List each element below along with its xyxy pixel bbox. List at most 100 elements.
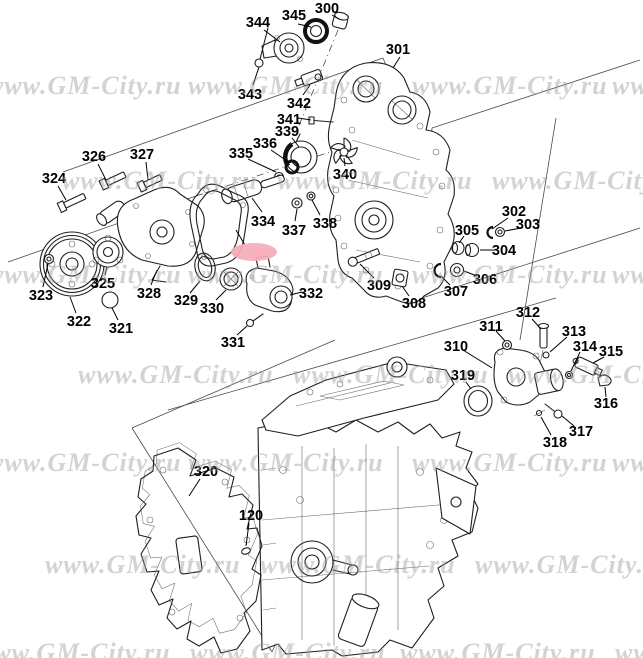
part-callout-310[interactable]: 310 bbox=[444, 339, 468, 355]
part-callout-344[interactable]: 344 bbox=[246, 15, 270, 31]
leader-line-305 bbox=[458, 235, 465, 244]
part-callout-334[interactable]: 334 bbox=[251, 214, 275, 230]
part-callout-306[interactable]: 306 bbox=[473, 272, 497, 288]
part-callout-318[interactable]: 318 bbox=[543, 435, 567, 451]
leader-line-328 bbox=[150, 269, 158, 286]
part-338-washer bbox=[306, 191, 316, 201]
leader-line-318 bbox=[540, 416, 552, 436]
part-callout-309[interactable]: 309 bbox=[367, 278, 391, 294]
leader-line-306 bbox=[463, 270, 478, 277]
leader-line-338 bbox=[311, 199, 321, 216]
part-callout-120[interactable]: 120 bbox=[239, 508, 263, 524]
part-callout-336[interactable]: 336 bbox=[253, 136, 277, 152]
part-331-bolt bbox=[245, 313, 264, 328]
part-303-ring bbox=[494, 226, 506, 238]
part-callout-300[interactable]: 300 bbox=[315, 1, 339, 17]
part-337-nut bbox=[291, 197, 303, 209]
part-344-adapter bbox=[261, 32, 305, 64]
part-callout-321[interactable]: 321 bbox=[109, 321, 133, 337]
part-306-plug bbox=[449, 262, 465, 278]
leader-line-317 bbox=[561, 415, 575, 427]
part-318-stud bbox=[533, 409, 546, 417]
part-callout-331[interactable]: 331 bbox=[221, 335, 245, 351]
part-callout-325[interactable]: 325 bbox=[91, 276, 115, 292]
part-341-stud bbox=[308, 116, 334, 125]
part-callout-330[interactable]: 330 bbox=[200, 301, 224, 317]
leader-line-326 bbox=[97, 163, 107, 181]
part-328-water-pump bbox=[96, 186, 205, 283]
part-callout-317[interactable]: 317 bbox=[569, 424, 593, 440]
part-302-clip bbox=[486, 225, 494, 240]
part-345-seal bbox=[303, 18, 329, 44]
part-callout-316[interactable]: 316 bbox=[594, 396, 618, 412]
leader-line-335 bbox=[247, 158, 277, 173]
part-336-bearing bbox=[284, 159, 300, 175]
part-309-bolt bbox=[347, 248, 381, 267]
part-callout-341[interactable]: 341 bbox=[277, 112, 301, 128]
part-callout-301[interactable]: 301 bbox=[386, 42, 410, 58]
leader-line-336 bbox=[270, 149, 291, 164]
part-315-sensor bbox=[572, 356, 603, 377]
leader-line-341 bbox=[297, 117, 312, 121]
part-callout-322[interactable]: 322 bbox=[67, 314, 91, 330]
part-callout-313[interactable]: 313 bbox=[562, 324, 586, 340]
part-callout-303[interactable]: 303 bbox=[516, 217, 540, 233]
leader-line-324 bbox=[57, 185, 67, 201]
part-callout-305[interactable]: 305 bbox=[455, 223, 479, 239]
part-324-bolt bbox=[56, 193, 87, 213]
part-callout-314[interactable]: 314 bbox=[573, 339, 597, 355]
part-callout-332[interactable]: 332 bbox=[299, 286, 323, 302]
construction-lines bbox=[7, 29, 641, 653]
part-callout-302[interactable]: 302 bbox=[502, 204, 526, 220]
part-callout-339[interactable]: 339 bbox=[275, 124, 299, 140]
engine-block-drawing bbox=[257, 419, 479, 657]
part-callout-345[interactable]: 345 bbox=[282, 8, 306, 24]
part-callout-315[interactable]: 315 bbox=[599, 344, 623, 360]
part-callout-319[interactable]: 319 bbox=[451, 368, 475, 384]
part-callout-311[interactable]: 311 bbox=[479, 319, 502, 335]
part-310-thermostat-housing bbox=[493, 347, 564, 406]
part-312-tube bbox=[537, 322, 550, 365]
part-callout-329[interactable]: 329 bbox=[174, 293, 198, 309]
part-callout-338[interactable]: 338 bbox=[313, 216, 337, 232]
part-307-clip bbox=[433, 262, 442, 279]
part-callout-327[interactable]: 327 bbox=[130, 147, 154, 163]
part-callout-340[interactable]: 340 bbox=[333, 167, 357, 183]
leader-line-314 bbox=[570, 351, 581, 372]
leader-line-345 bbox=[297, 23, 312, 28]
leader-line-343 bbox=[252, 66, 260, 86]
part-callout-304[interactable]: 304 bbox=[492, 243, 516, 259]
part-callout-308[interactable]: 308 bbox=[402, 296, 426, 312]
part-callout-324[interactable]: 324 bbox=[42, 171, 66, 187]
part-343-bolt bbox=[254, 27, 269, 68]
part-callout-342[interactable]: 342 bbox=[287, 96, 311, 112]
part-callout-320[interactable]: 320 bbox=[194, 464, 218, 480]
leader-line-312 bbox=[531, 318, 542, 330]
cam-cover-drawing bbox=[261, 356, 455, 437]
part-311-nut bbox=[501, 339, 513, 351]
part-callout-343[interactable]: 343 bbox=[238, 87, 262, 103]
part-callout-326[interactable]: 326 bbox=[82, 149, 106, 165]
part-callout-328[interactable]: 328 bbox=[137, 286, 161, 302]
leader-line-301 bbox=[392, 56, 401, 69]
part-callout-312[interactable]: 312 bbox=[516, 305, 540, 321]
part-321-oring bbox=[101, 291, 119, 309]
leader-line-308 bbox=[401, 285, 410, 297]
leader-line-340 bbox=[343, 157, 346, 167]
leader-line-332 bbox=[289, 291, 303, 296]
selected-part-highlight[interactable] bbox=[231, 243, 277, 261]
part-330-thermostat bbox=[219, 267, 243, 291]
part-326-bolt bbox=[98, 171, 127, 191]
part-callout-337[interactable]: 337 bbox=[282, 223, 306, 239]
part-317-bolt bbox=[544, 403, 563, 419]
part-callout-323[interactable]: 323 bbox=[29, 288, 53, 304]
part-325-hub bbox=[92, 234, 124, 268]
leader-line-339 bbox=[291, 137, 300, 148]
leader-line-327 bbox=[145, 161, 149, 181]
part-callout-335[interactable]: 335 bbox=[229, 146, 253, 162]
part-callout-307[interactable]: 307 bbox=[444, 284, 468, 300]
part-319-seal bbox=[463, 385, 493, 417]
